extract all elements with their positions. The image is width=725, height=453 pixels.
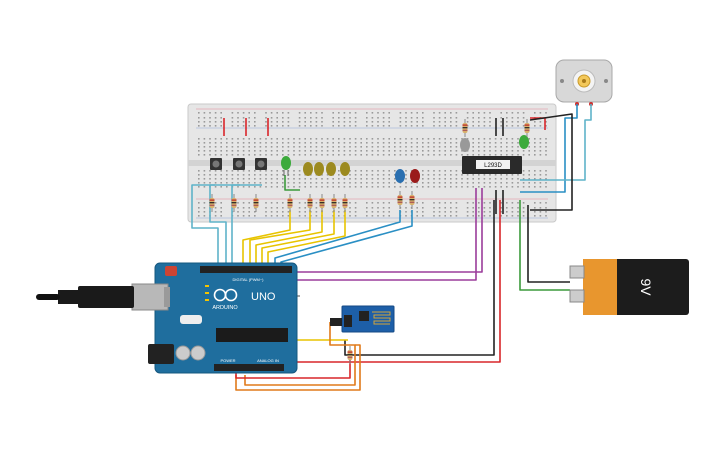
leds xyxy=(281,135,529,183)
push-buttons[interactable] xyxy=(210,158,267,170)
resistor xyxy=(331,194,337,212)
analog-header-label: ANALOG IN xyxy=(257,358,279,363)
push-button[interactable] xyxy=(255,158,267,170)
resistor xyxy=(287,194,293,212)
resistors xyxy=(209,119,530,364)
push-button[interactable] xyxy=(233,158,245,170)
usb-cable xyxy=(36,286,134,308)
arduino-uno[interactable]: ARDUINO UNO DIGITAL (PWM~) POWER ANALOG … xyxy=(131,262,298,374)
led-blue xyxy=(395,169,405,183)
resistor xyxy=(524,119,530,137)
resistor xyxy=(462,119,468,137)
led-olive xyxy=(326,162,336,176)
driver-ic-label: L293D xyxy=(484,163,502,169)
resistor xyxy=(397,191,403,209)
digital-header-label: DIGITAL (PWM~) xyxy=(233,277,265,282)
arduino-brand: ARDUINO xyxy=(212,305,238,311)
led-olive xyxy=(314,162,324,176)
resistor xyxy=(409,191,415,209)
breadboard xyxy=(187,103,557,223)
led-gray xyxy=(460,138,470,152)
resistor xyxy=(253,194,259,212)
resistor xyxy=(307,194,313,212)
resistor xyxy=(319,194,325,212)
driver-ic[interactable]: L293D xyxy=(462,156,522,174)
arduino-logo-icon xyxy=(213,288,238,302)
battery-label: 9V xyxy=(638,278,654,296)
resistor xyxy=(231,194,237,212)
wifi-module[interactable] xyxy=(330,305,395,333)
push-button[interactable] xyxy=(210,158,222,170)
led-green xyxy=(281,156,291,176)
power-header-label: POWER xyxy=(220,358,235,363)
resistor xyxy=(347,346,353,364)
battery-9v[interactable]: 9V xyxy=(569,259,689,315)
led-olive xyxy=(303,162,313,176)
led-red xyxy=(410,169,420,183)
resistor xyxy=(209,194,215,212)
resistor xyxy=(342,194,348,212)
arduino-model: UNO xyxy=(251,291,276,303)
dc-motor[interactable] xyxy=(555,59,613,106)
led-olive xyxy=(340,162,350,176)
led-green xyxy=(519,135,529,149)
